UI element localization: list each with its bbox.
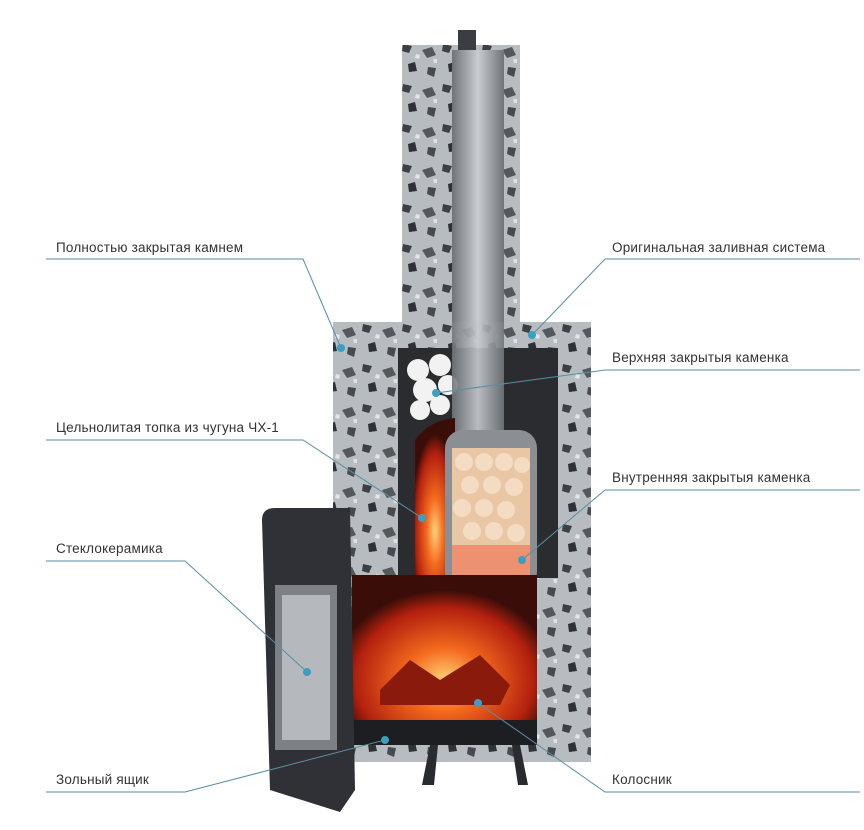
marker-dots [303, 331, 536, 744]
inner-stones [453, 453, 530, 542]
label-grate: Колосник [612, 772, 672, 787]
leader-lines [46, 258, 860, 793]
label-water-system: Оригинальная заливная система [612, 240, 826, 255]
label-glass-ceramic: Стеклокерамика [56, 541, 163, 556]
label-ash-box: Зольный ящик [56, 772, 149, 787]
label-stone-covered: Полностью закрытая камнем [56, 240, 244, 255]
door [262, 508, 355, 812]
label-cast-firebox: Цельнолитая топка из чугуна ЧХ-1 [56, 420, 280, 435]
label-upper-heater: Верхняя закрытыя каменка [612, 350, 789, 365]
label-inner-heater: Внутренняя закрытыя каменка [612, 470, 811, 485]
firebox [352, 575, 537, 785]
